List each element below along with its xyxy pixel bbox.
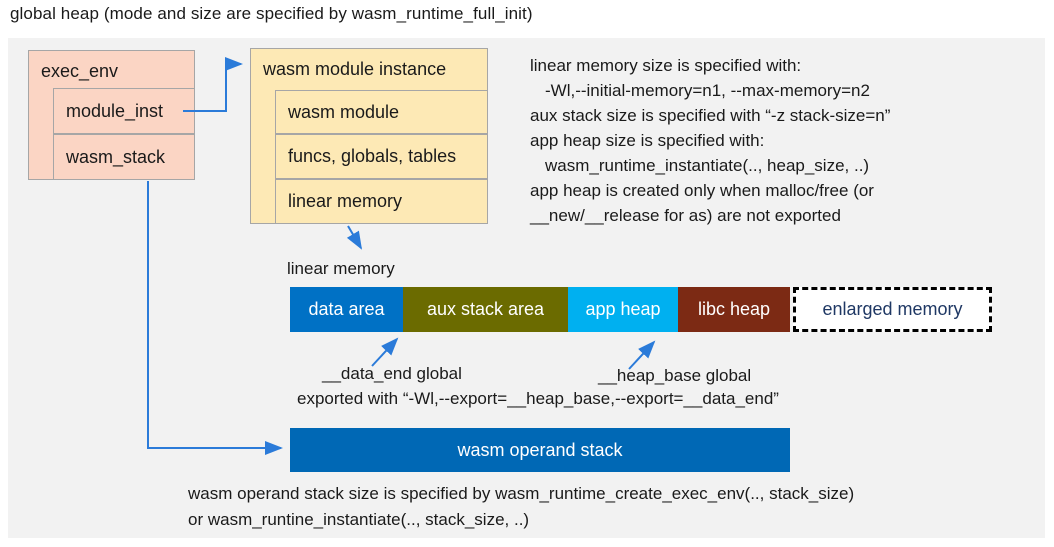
note-line: aux stack size is specified with “-z sta…: [530, 106, 891, 125]
wasm-operand-stack-bar: wasm operand stack: [290, 428, 790, 472]
linear-memory-member-label: linear memory: [288, 191, 403, 211]
module-inst-box: module_inst: [53, 88, 195, 134]
segment-enlarged-memory-label: enlarged memory: [822, 299, 963, 319]
note-line: app heap is created only when malloc/fre…: [530, 181, 874, 200]
wasm-stack-label: wasm_stack: [66, 146, 166, 167]
module-inst-label: module_inst: [66, 100, 164, 121]
segment-libc-heap-label: libc heap: [697, 299, 771, 319]
module-instance-label: wasm module instance: [263, 59, 447, 79]
export-flags-label: exported with “-Wl,--export=__heap_base,…: [297, 389, 779, 408]
note-line: -Wl,--initial-memory=n1, --max-memory=n2: [545, 81, 870, 100]
wasm-module-label: wasm module: [288, 101, 400, 122]
note-line: linear memory size is specified with:: [530, 56, 802, 75]
note-line: or wasm_runtine_instantiate(.., stack_si…: [188, 510, 530, 529]
heap-base-global-label: __heap_base global: [598, 366, 752, 385]
note-line: wasm operand stack size is specified by …: [188, 484, 855, 503]
exec-env-label: exec_env: [41, 61, 119, 81]
segment-aux-stack-area-label: aux stack area: [426, 299, 545, 319]
segment-data-area-label: data area: [308, 299, 385, 319]
wasm-operand-stack-label: wasm operand stack: [457, 439, 623, 460]
segment-aux-stack-area: aux stack area: [403, 287, 568, 332]
note-line: wasm_runtime_instantiate(.., heap_size, …: [545, 156, 870, 175]
data-end-global-label: __data_end global: [322, 364, 462, 383]
note-line: app heap size is specified with:: [530, 131, 765, 150]
memory-size-notes: linear memory size is specified with: -W…: [530, 53, 1042, 228]
funcs-globals-tables-label: funcs, globals, tables: [288, 146, 457, 166]
funcs-globals-tables-box: funcs, globals, tables: [275, 134, 488, 179]
wasm-module-box: wasm module: [275, 90, 488, 134]
note-line: __new/__release for as) are not exported: [530, 206, 841, 225]
linear-memory-member-box: linear memory: [275, 179, 488, 224]
segment-enlarged-memory: enlarged memory: [793, 287, 992, 332]
linear-memory-bar-label: linear memory: [287, 259, 395, 278]
wasm-stack-box: wasm_stack: [53, 134, 195, 180]
segment-libc-heap: libc heap: [678, 287, 790, 332]
operand-stack-notes: wasm operand stack size is specified by …: [188, 481, 854, 533]
segment-app-heap-label: app heap: [585, 299, 661, 319]
segment-data-area: data area: [290, 287, 403, 332]
diagram-title: global heap (mode and size are specified…: [10, 4, 533, 23]
segment-app-heap: app heap: [568, 287, 678, 332]
